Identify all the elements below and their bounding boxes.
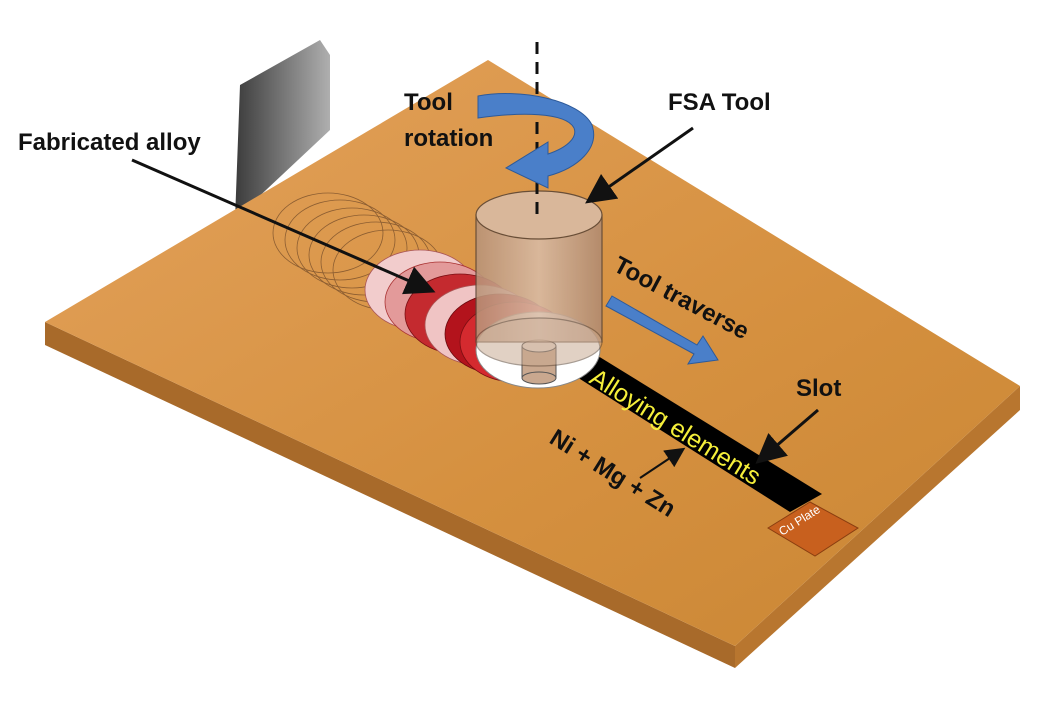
tool-rotation-label-line1: Tool xyxy=(404,89,453,116)
plate-front-face xyxy=(45,322,735,668)
slot-leader xyxy=(755,408,819,464)
tool-rotation-arrow xyxy=(477,93,595,189)
fsa-tool-cylinder xyxy=(475,190,603,367)
plate-side-face xyxy=(735,386,1020,668)
cu-plate-marker xyxy=(767,501,859,557)
fabricated-alloy-label: Fabricated alloy xyxy=(18,129,201,156)
fabricated-alloy-leader xyxy=(131,158,436,295)
elements-leader xyxy=(639,447,686,479)
tool-rotation-label-line2: rotation xyxy=(404,125,493,152)
tool-traverse-arrow xyxy=(605,295,719,365)
plate-shadow xyxy=(235,40,330,220)
fsa-tool-label: FSA Tool xyxy=(668,89,771,116)
fsa-tool-leader xyxy=(585,126,694,204)
slot xyxy=(550,348,822,512)
slot-label: Slot xyxy=(796,375,841,402)
